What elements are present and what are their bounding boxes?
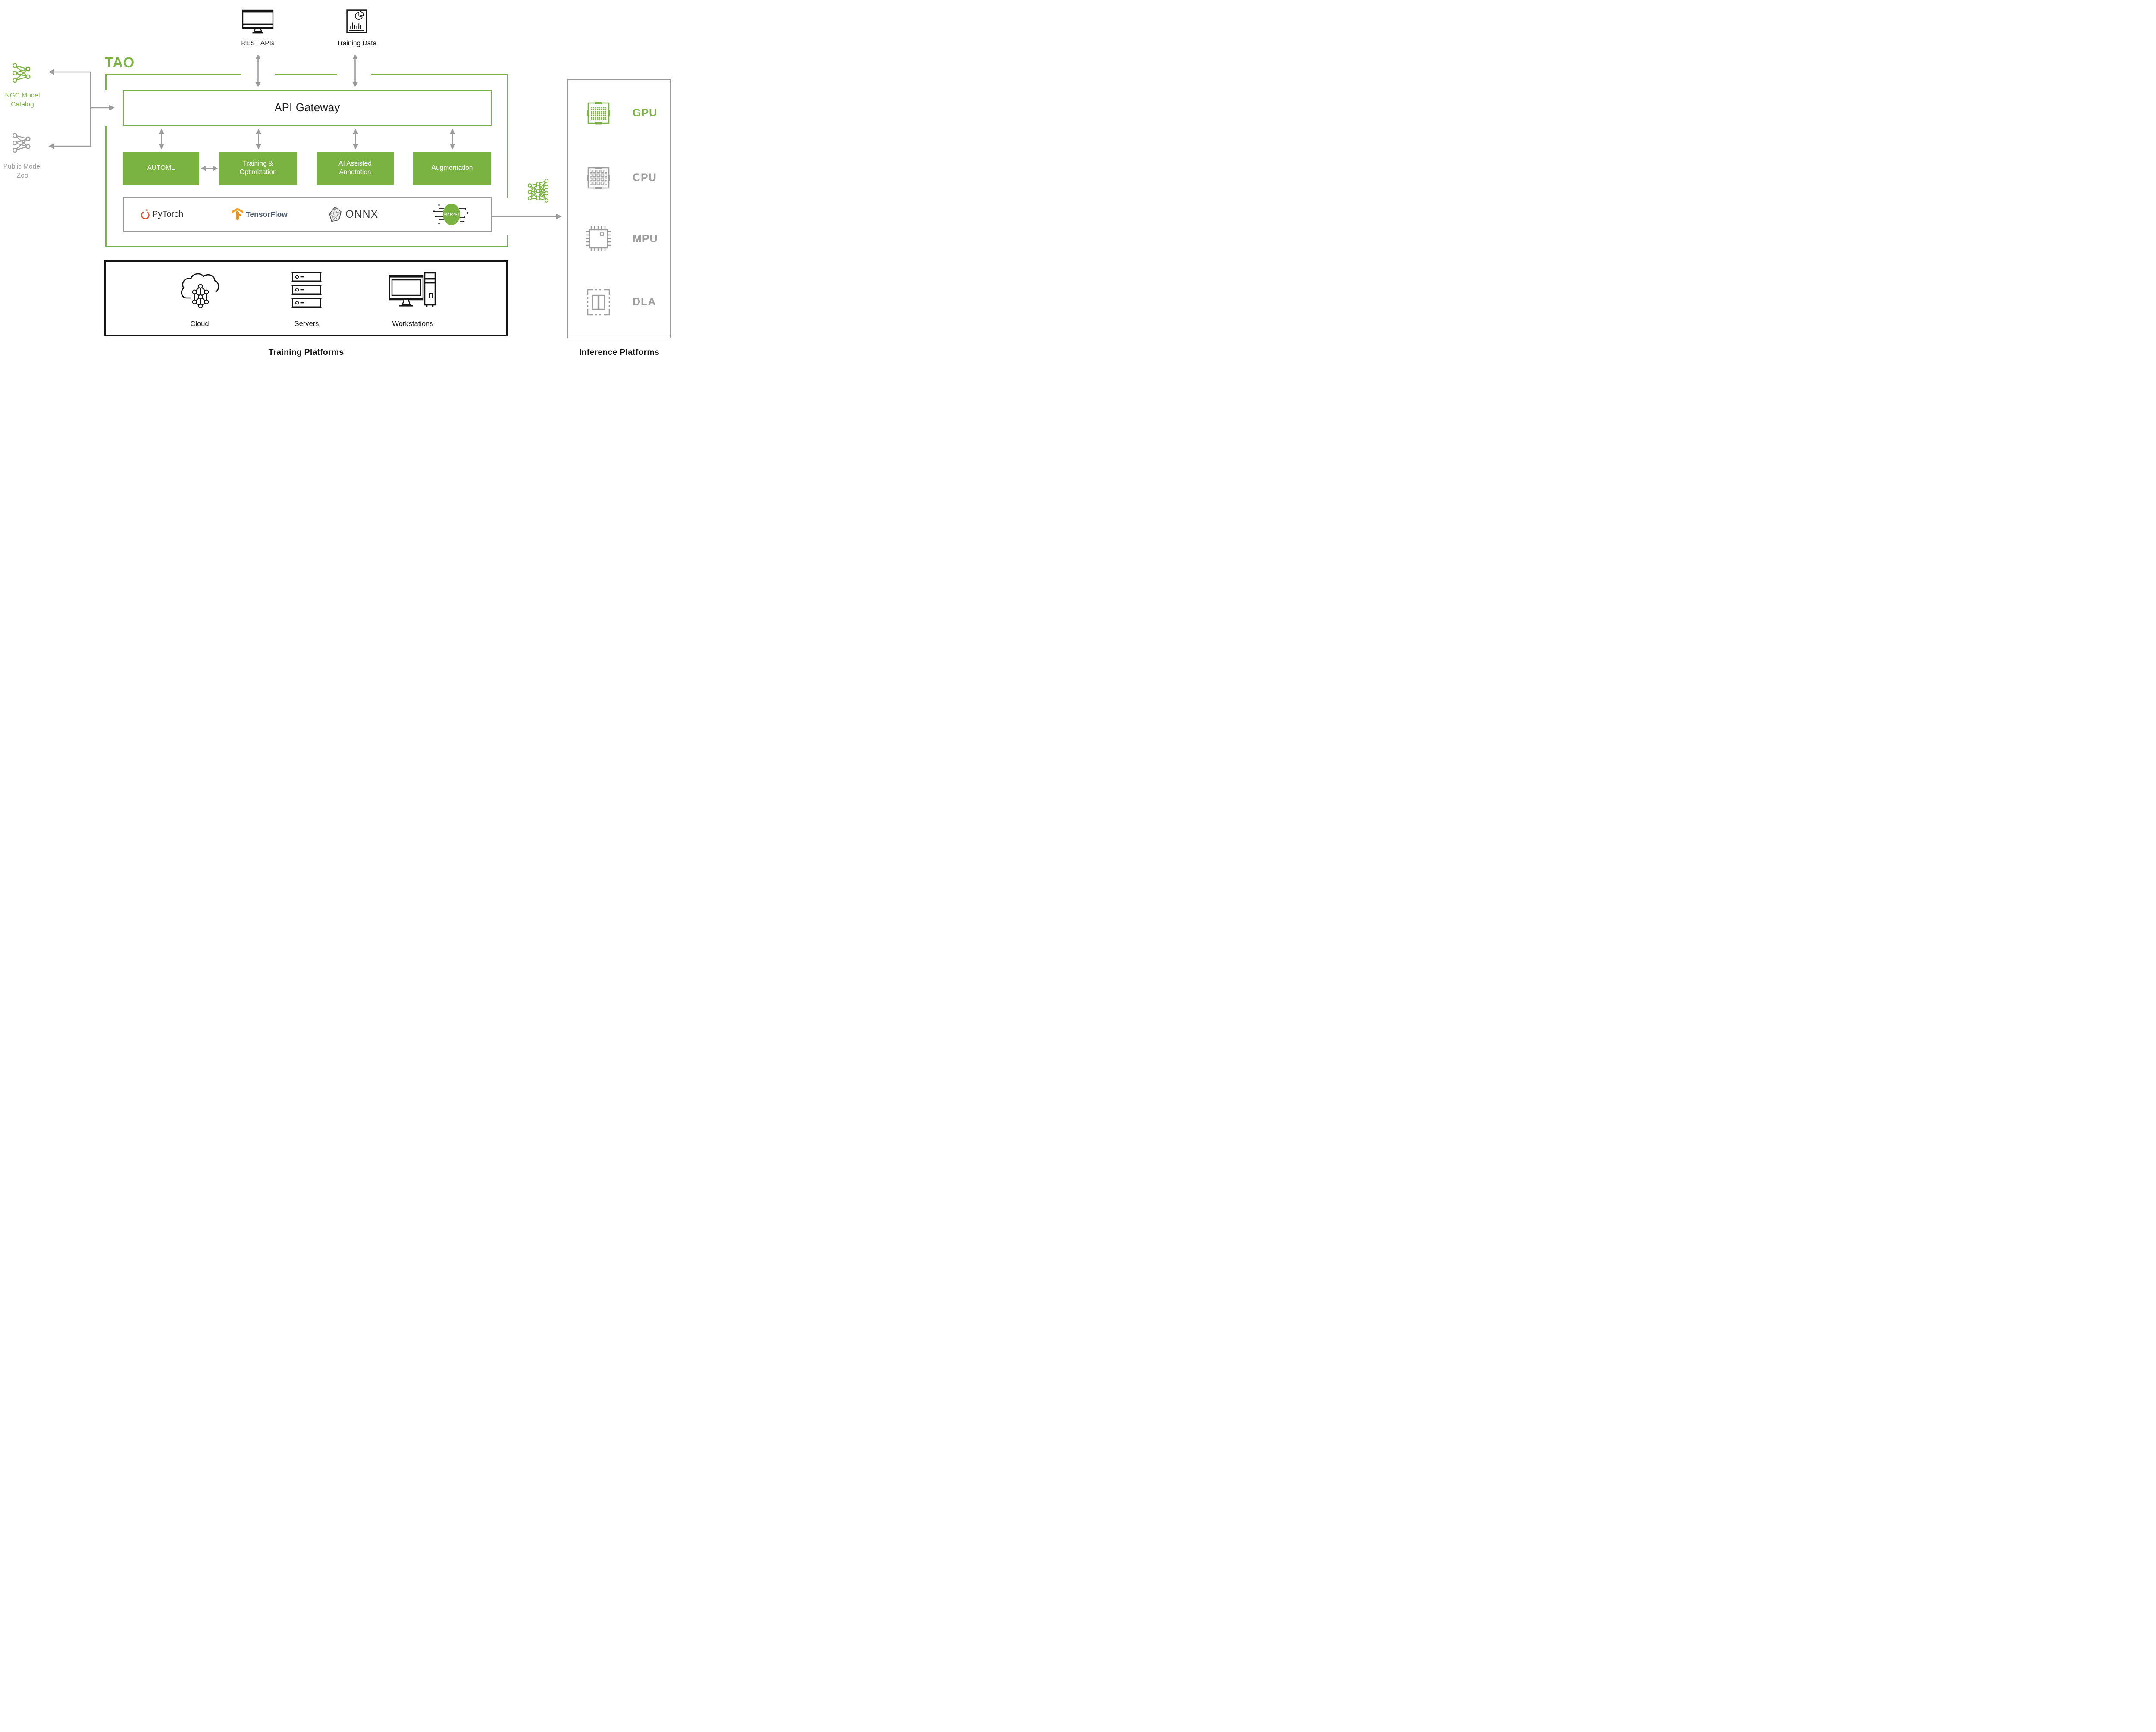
mpu-label: MPU [633, 233, 658, 245]
ngc-network-icon [12, 63, 31, 83]
module-augmentation-label: Augmentation [431, 164, 473, 172]
gpu-label: GPU [633, 107, 658, 119]
arrow-automl-training [201, 166, 218, 171]
arrow-gateway-automl [159, 129, 164, 149]
public-model-zoo-label: Public Model Zoo [3, 163, 42, 179]
tao-border-top-3 [371, 74, 508, 75]
tao-border-top-2 [275, 74, 337, 75]
inference-platforms-panel [567, 79, 671, 338]
workstations-label: Workstations [392, 320, 433, 328]
tao-title: TAO [105, 54, 135, 70]
trained-model-network-icon [527, 179, 549, 203]
arrow-to-model-zoo [48, 143, 91, 149]
cpu-label: CPU [633, 172, 657, 184]
tensorrt-label: TensorRT [444, 213, 460, 216]
module-automl-label: AUTOML [147, 164, 175, 172]
tensorflow-label: TensorFlow [246, 210, 288, 219]
onnx-icon [329, 207, 342, 222]
onnx-logo: ONNX [329, 206, 378, 222]
api-gateway-label: API Gateway [274, 102, 340, 114]
tao-border-left-1 [105, 74, 107, 90]
module-ai-assisted-annotation-label: AI Assisted Annotation [338, 160, 372, 176]
dla-label: DLA [633, 296, 656, 308]
cloud-icon [181, 273, 219, 308]
api-gateway-box: API Gateway [123, 90, 492, 126]
arrow-into-gateway [91, 105, 115, 111]
gpu-icon [587, 102, 610, 125]
dla-icon [587, 289, 610, 316]
module-automl: AUTOML [123, 152, 199, 185]
inference-platforms-title: Inference Platforms [579, 348, 659, 357]
tensorflow-logo: TensorFlow [232, 206, 288, 223]
arrow-gateway-annotation [353, 129, 358, 149]
training-platforms-title: Training Platforms [268, 348, 344, 357]
pytorch-label: PyTorch [152, 209, 184, 219]
pytorch-flame-icon [141, 209, 150, 219]
training-data-label: Training Data [336, 40, 377, 47]
cloud-label: Cloud [190, 320, 209, 328]
training-data-icon [346, 9, 367, 33]
onnx-label: ONNX [345, 208, 379, 220]
monitor-icon [242, 9, 274, 34]
frameworks-box [123, 197, 492, 232]
public-model-zoo-icon [12, 133, 31, 153]
left-connector-rail [90, 72, 91, 147]
tao-border-right-2 [507, 235, 508, 247]
module-ai-assisted-annotation: AI Assisted Annotation [317, 152, 394, 185]
tensorflow-icon [232, 208, 243, 220]
arrow-gateway-training [256, 129, 261, 149]
module-augmentation: Augmentation [413, 152, 491, 185]
arrow-to-inference [492, 213, 562, 219]
arrow-gateway-augmentation [450, 129, 455, 149]
cpu-icon [587, 167, 610, 189]
tao-border-top-1 [105, 74, 241, 75]
tao-border-bottom [105, 245, 508, 247]
workstations-icon [389, 272, 436, 307]
tao-border-right-1 [507, 74, 508, 198]
servers-icon [291, 272, 322, 308]
tao-border-left-2 [105, 126, 107, 247]
ngc-model-catalog-label: NGC Model Catalog [5, 92, 40, 108]
tensorrt-logo: TensorRT [433, 204, 468, 225]
module-training-optimization: Training & Optimization [219, 152, 297, 185]
tao-architecture-diagram: REST APIs Training Data NGC Model Catalo… [0, 0, 676, 364]
pytorch-logo: PyTorch [141, 206, 183, 222]
arrow-rest-apis-gateway [255, 54, 261, 87]
rest-apis-label: REST APIs [241, 40, 275, 47]
mpu-icon [586, 226, 611, 251]
module-training-optimization-label: Training & Optimization [239, 160, 277, 176]
arrow-to-ngc [48, 69, 91, 75]
arrow-training-data-gateway [352, 54, 358, 87]
servers-label: Servers [294, 320, 319, 328]
